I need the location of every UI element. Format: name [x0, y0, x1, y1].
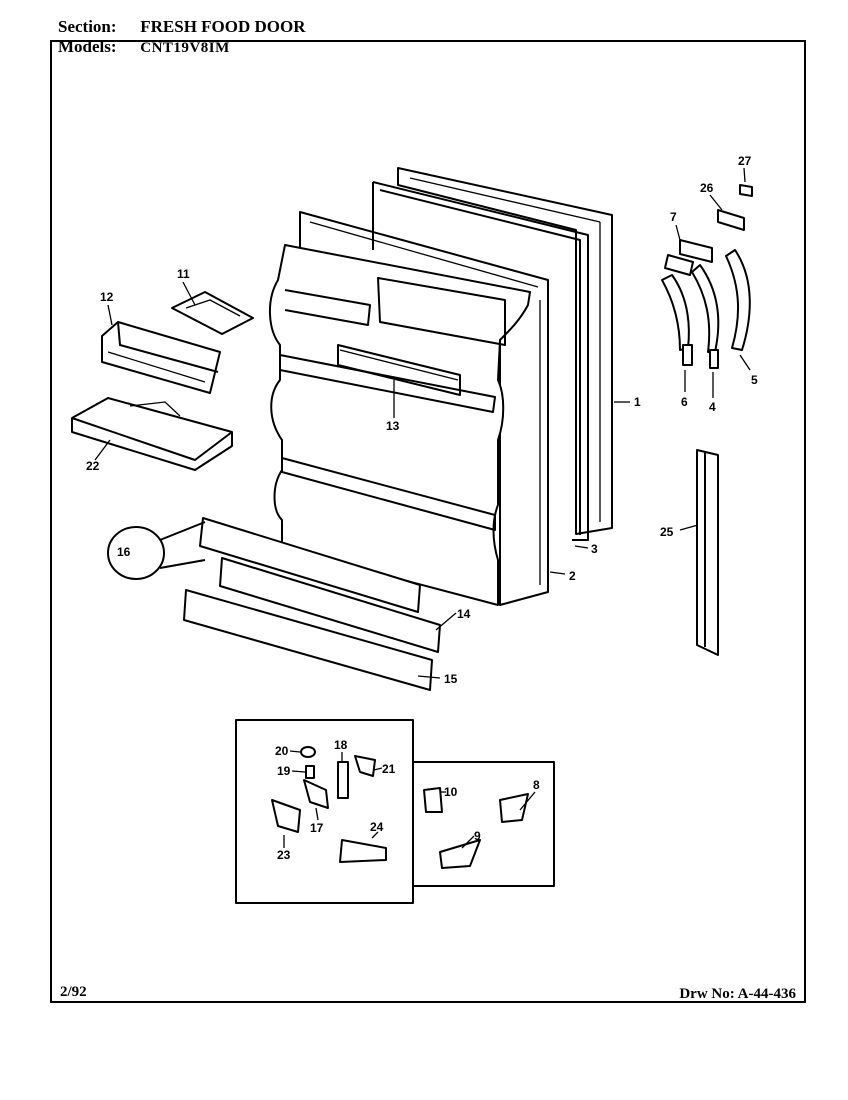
- models-label: Models:: [58, 37, 117, 56]
- callout-6: 6: [681, 395, 688, 409]
- callout-15: 15: [444, 672, 458, 686]
- callout-12: 12: [100, 290, 114, 304]
- section-label: Section:: [58, 17, 117, 36]
- callout-13: 13: [386, 419, 400, 433]
- drawing-number: Drw No: A-44-436: [679, 986, 796, 1002]
- callout-24: 24: [370, 820, 384, 834]
- callout-22: 22: [86, 459, 100, 473]
- callout-4: 4: [709, 400, 716, 414]
- section-title: FRESH FOOD DOOR: [140, 17, 306, 36]
- callout-8: 8: [533, 778, 540, 792]
- callout-21: 21: [382, 762, 396, 776]
- door-shelf-bars: [107, 517, 441, 691]
- door-handle: [696, 449, 719, 656]
- callout-23: 23: [277, 848, 291, 862]
- diagram-frame: [50, 40, 806, 1003]
- callout-3: 3: [591, 542, 598, 556]
- callout-10: 10: [444, 785, 458, 799]
- callout-11: 11: [177, 267, 190, 281]
- leader-lines: [94, 167, 751, 849]
- callout-9: 9: [474, 829, 481, 843]
- callout-18: 18: [334, 738, 348, 752]
- callout-7: 7: [670, 210, 677, 224]
- callout-25: 25: [660, 525, 674, 539]
- callout-labels: 1 2 3 4 5 6 7 8 9 10 11 12 13 14 15 16 1…: [86, 154, 758, 862]
- hardware-inset-left: [235, 719, 414, 904]
- callout-14: 14: [457, 607, 471, 621]
- section-heading: Section: FRESH FOOD DOOR: [58, 18, 306, 36]
- callout-27: 27: [738, 154, 752, 168]
- revision-date: 2/92: [60, 984, 87, 1000]
- dairy-bin: [101, 321, 221, 394]
- callout-16: 16: [117, 545, 131, 559]
- callout-17: 17: [310, 821, 324, 835]
- outer-door-panel: [397, 167, 613, 535]
- callout-1: 1: [634, 395, 641, 409]
- model-number: CNT19V8IM: [140, 40, 230, 56]
- hardware-inset-right: [412, 761, 555, 887]
- door-gasket: [372, 181, 589, 541]
- callout-5: 5: [751, 373, 758, 387]
- callout-20: 20: [275, 744, 289, 758]
- callout-19: 19: [277, 764, 291, 778]
- egg-tray: [71, 397, 233, 471]
- callout-26: 26: [700, 181, 714, 195]
- hinge-parts: [661, 184, 753, 369]
- callout-2: 2: [569, 569, 576, 583]
- models-heading: Models: CNT19V8IM: [58, 38, 230, 57]
- dairy-door-cover: [171, 291, 254, 335]
